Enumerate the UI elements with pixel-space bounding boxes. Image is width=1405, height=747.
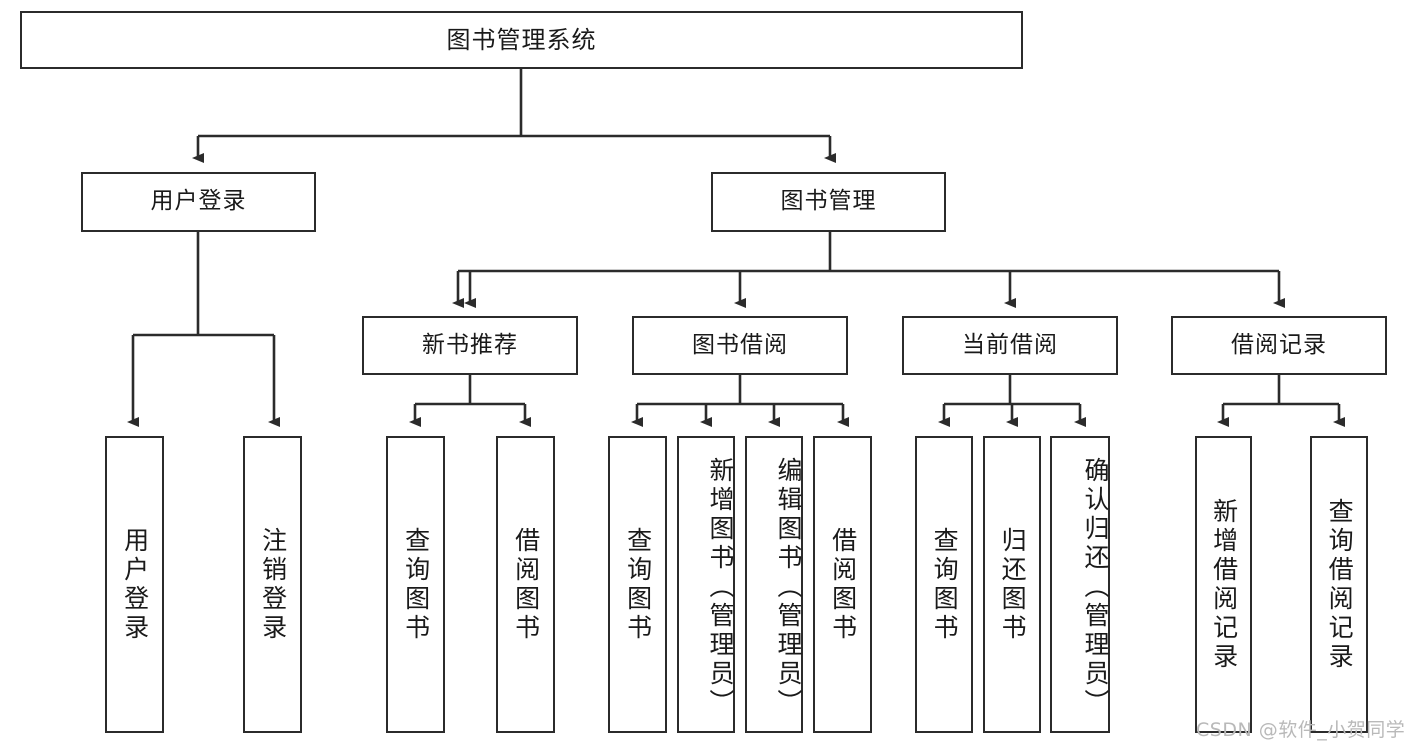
leaf-user-login[interactable]: 用户登录 [105,436,164,733]
leaf-borrow-edit-book-admin[interactable]: 编辑图书（管理员） [745,436,803,733]
node-new-book-recommend[interactable]: 新书推荐 [362,316,578,375]
node-root[interactable]: 图书管理系统 [20,11,1023,69]
node-current-borrow[interactable]: 当前借阅 [902,316,1118,375]
leaf-newbook-borrow-book[interactable]: 借阅图书 [496,436,555,733]
node-book-borrow[interactable]: 图书借阅 [632,316,848,375]
node-borrow-record[interactable]: 借阅记录 [1171,316,1387,375]
node-book-management[interactable]: 图书管理 [711,172,946,232]
csdn-watermark: CSDN @软件_小贺同学 [1196,719,1405,741]
leaf-user-logout[interactable]: 注销登录 [243,436,302,733]
node-user-login[interactable]: 用户登录 [81,172,316,232]
leaf-current-query-book[interactable]: 查询图书 [915,436,973,733]
leaf-current-return-book[interactable]: 归还图书 [983,436,1041,733]
leaf-borrow-lend-book[interactable]: 借阅图书 [813,436,872,733]
leaf-borrow-add-book-admin[interactable]: 新增图书（管理员） [677,436,735,733]
leaf-newbook-query-book[interactable]: 查询图书 [386,436,445,733]
leaf-borrow-query-book[interactable]: 查询图书 [608,436,667,733]
leaf-record-add-record[interactable]: 新增借阅记录 [1195,436,1252,733]
leaf-record-query-record[interactable]: 查询借阅记录 [1310,436,1368,733]
leaf-current-confirm-return-admin[interactable]: 确认归还（管理员） [1050,436,1110,733]
